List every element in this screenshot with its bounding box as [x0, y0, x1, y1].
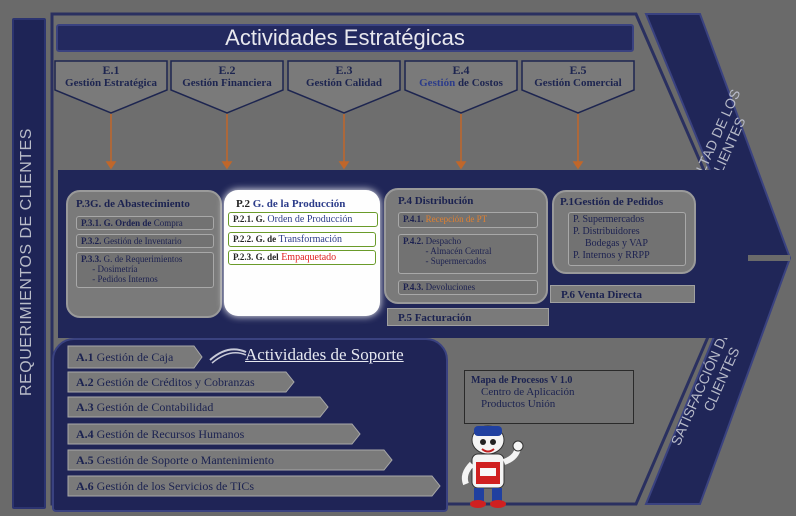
p1-list: P. Supermercados P. Distribuidores Bodeg… [568, 212, 686, 266]
support-title: Actividades de Soporte [245, 345, 404, 364]
p3-item-2-code: P.3.2. [81, 236, 102, 246]
a2-code: A.2 [76, 375, 94, 389]
p4-item-2-text: Despacho [423, 236, 462, 246]
e4-label: de Costos [455, 77, 503, 89]
a4-label: Gestión de Recursos Humanos [93, 427, 245, 441]
p4-item-2-sub2: - Supermercados [425, 256, 487, 266]
p3-item-1-text: Compra [151, 218, 183, 228]
p3-box: P.3G. de Abastecimiento P.3.1. G. Orden … [66, 190, 222, 318]
p2-title-prefix: P.2 [236, 198, 250, 210]
p4-item-1: P.4.1. Recepción de PT [398, 212, 538, 228]
e5-num: E.5 [569, 63, 587, 77]
p2-item-2: P.2.2. G. de Transformación [228, 232, 376, 247]
p3-item-2-text: Gestión de Inventario [101, 236, 182, 246]
p4-item-1-text: Recepción de PT [423, 214, 488, 224]
a3-code: A.3 [76, 400, 94, 414]
p2-item-2-text: Transformación [276, 234, 343, 245]
p2-item-2-code: P.2.2. G. de [233, 234, 277, 244]
a6-label: Gestión de los Servicios de TICs [93, 479, 255, 493]
e3-label: Gestión Calidad [305, 77, 383, 89]
a1-code: A.1 [76, 350, 94, 364]
support-a3: A.3 Gestión de Contabilidad [70, 397, 213, 417]
p4-item-3-text: Devoluciones [423, 282, 476, 292]
support-a2: A.2 Gestión de Créditos y Cobranzas [70, 372, 255, 392]
swoosh-icon [209, 348, 247, 364]
support-a4: A.4 Gestión de Recursos Humanos [70, 424, 244, 444]
p6-bar: P.6 Venta Directa [550, 285, 695, 303]
mascot-chef-icon [461, 425, 524, 508]
p1-line-2: P. Distribuidores [573, 226, 640, 237]
e3-num: E.3 [335, 63, 353, 77]
p3-title: P.3G. de Abastecimiento [76, 198, 190, 210]
a5-code: A.5 [76, 453, 94, 467]
a1-label: Gestión de Caja [93, 350, 174, 364]
e1-num: E.1 [102, 63, 120, 77]
p2-item-1: P.2.1. G. Orden de Producción [228, 212, 378, 227]
support-a1: A.1 Gestión de Caja [70, 347, 173, 367]
p2-item-3-code: P.2.3. G. del [233, 252, 279, 262]
a6-code: A.6 [76, 479, 94, 493]
p3-item-3-sub2: - Pedidos Internos [92, 274, 158, 284]
e5-label: Gestión Comercial [534, 77, 622, 89]
p3-item-1-code: P.3.1. G. Orden de [81, 218, 152, 228]
p3-item-3: P.3.3. G. de Requerimientos - Dosimetría… [76, 252, 214, 288]
p3-item-3-sub1: - Dosimetría [92, 264, 138, 274]
p4-item-2-code: P.4.2. [403, 236, 424, 246]
map-line-1: Centro de Aplicación [481, 386, 575, 398]
p4-item-3-code: P.4.3. [403, 282, 424, 292]
support-a5: A.5 Gestión de Soporte o Mantenimiento [70, 450, 274, 470]
p1-line-4: P. Internos y RRPP [573, 250, 650, 261]
e2-num: E.2 [218, 63, 236, 77]
p2-item-3-text: Empaquetado [278, 252, 337, 263]
support-a6: A.6 Gestión de los Servicios de TICs [70, 476, 254, 496]
a3-label: Gestión de Contabilidad [93, 400, 214, 414]
p2-title-text: G. de la Producción [249, 198, 346, 210]
p4-item-3: P.4.3. Devoluciones [398, 280, 538, 295]
left-band [12, 18, 46, 509]
p4-item-1-code: P.4.1. [403, 214, 424, 224]
p2-box: P.2 G. de la Producción P.2.1. G. Orden … [224, 190, 380, 316]
p2-title: P.2 G. de la Producción [236, 198, 345, 210]
p1-line-1: P. Supermercados [573, 214, 645, 225]
p2-item-1-code: P.2.1. G. [233, 214, 265, 224]
p3-item-3-text: G. de Requerimientos [101, 254, 183, 264]
e2-label: Gestión Financiera [182, 77, 272, 89]
p3-item-2: P.3.2. Gestión de Inventario [76, 234, 214, 248]
p1-title: P.1Gestión de Pedidos [560, 196, 664, 208]
p3-item-3-code: P.3.3. [81, 254, 102, 264]
p4-item-2: P.4.2. Despacho - Almacén Central - Supe… [398, 234, 538, 274]
p4-item-2-sub1: - Almacén Central [425, 246, 492, 256]
p4-box: P.4 Distribución P.4.1. Recepción de PT … [384, 188, 548, 304]
page-title: Actividades Estratégicas [56, 24, 634, 52]
e4-num: E.4 [452, 63, 470, 77]
map-title: Mapa de Procesos V 1.0 [471, 375, 573, 386]
p2-item-1-text: Orden de Producción [264, 214, 353, 225]
p1-line-3: Bodegas y VAP [585, 238, 648, 249]
a2-label: Gestión de Créditos y Cobranzas [93, 375, 255, 389]
a4-code: A.4 [76, 427, 94, 441]
p4-title: P.4 Distribución [398, 195, 474, 207]
map-line-2: Productos Unión [481, 398, 556, 410]
a5-label: Gestión de Soporte o Mantenimiento [93, 453, 274, 467]
p5-bar: P.5 Facturación [387, 308, 549, 326]
p2-item-3: P.2.3. G. del Empaquetado [228, 250, 376, 265]
e4-label-blue: Gestión [419, 77, 456, 89]
map-info-box: Mapa de Procesos V 1.0 Centro de Aplicac… [464, 370, 634, 424]
p1-box: P.1Gestión de Pedidos P. Supermercados P… [552, 190, 696, 274]
e1-label: Gestión Estratégica [65, 77, 157, 89]
p3-item-1: P.3.1. G. Orden de Compra [76, 216, 214, 230]
